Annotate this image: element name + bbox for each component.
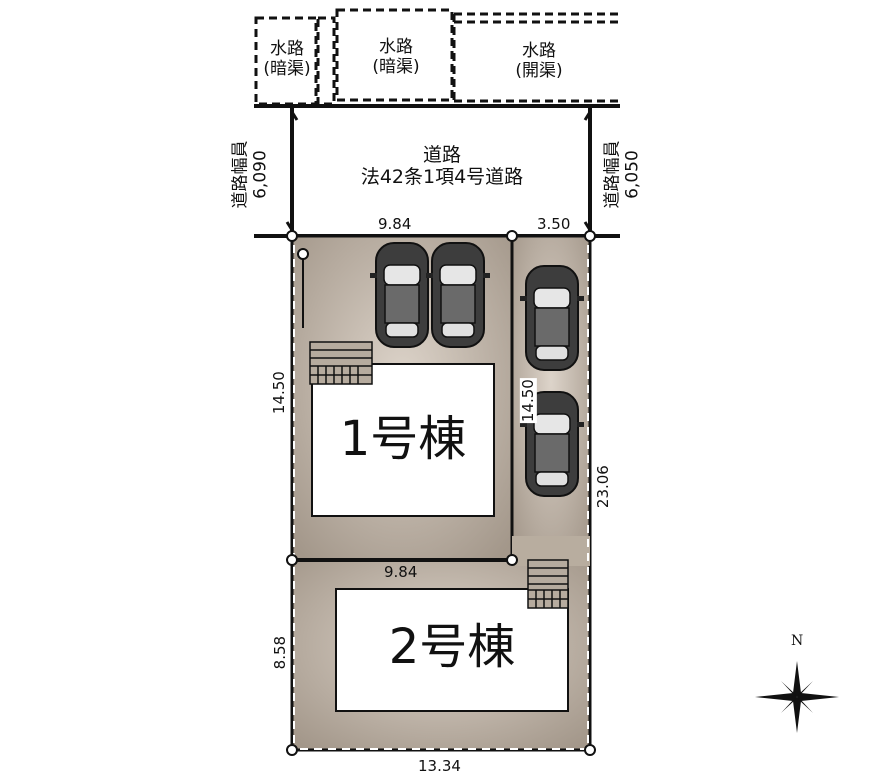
- dim-lot1-top: 9.84: [378, 215, 412, 233]
- road-name: 道路: [422, 144, 461, 166]
- road-label: 道路 法42条1項4号道路: [300, 144, 584, 189]
- dim-lot1-mid: 9.84: [384, 563, 418, 581]
- dim-right-total: 23.06: [593, 465, 612, 509]
- dim-lot1-left: 14.50: [269, 371, 288, 415]
- road-width-left-label: 道路幅員: [230, 140, 251, 209]
- parking-car-1: [369, 242, 435, 348]
- road-classification: 法42条1項4号道路: [360, 165, 524, 188]
- waterway-2-type: (暗渠): [372, 56, 420, 77]
- waterway-2-name: 水路: [379, 37, 413, 57]
- waterway-label-1: 水路 (暗渠): [258, 39, 316, 79]
- dim-bottom: 13.34: [418, 757, 461, 775]
- waterway-1-name: 水路: [270, 39, 304, 59]
- road-width-right-value: 6,050: [622, 150, 642, 199]
- compass-rose-icon: [755, 661, 839, 733]
- waterway-3-type: (開渠): [515, 60, 563, 81]
- waterway-1-type: (暗渠): [263, 58, 311, 79]
- road-width-left: 道路幅員 6,090: [230, 130, 270, 220]
- road-width-right-label: 道路幅員: [602, 140, 623, 209]
- road-width-left-value: 6,090: [250, 150, 270, 199]
- dim-driveway-top: 3.50: [537, 215, 571, 233]
- dim-lot2-left: 8.58: [271, 635, 290, 670]
- parking-car-3: [519, 265, 585, 371]
- waterway-label-3: 水路 (開渠): [458, 41, 620, 81]
- waterway-3-name: 水路: [522, 41, 556, 61]
- entrance-stairs-1: [309, 341, 373, 385]
- entrance-stairs-2: [527, 559, 569, 609]
- waterway-label-2: 水路 (暗渠): [340, 37, 452, 77]
- building-2-label: 2号棟: [388, 619, 516, 675]
- parking-car-2: [425, 242, 491, 348]
- dim-driveway-left: 14.50: [518, 378, 538, 424]
- compass-north-label: N: [791, 633, 804, 649]
- road-width-right: 道路幅員 6,050: [602, 130, 642, 220]
- building-1-label: 1号棟: [339, 411, 467, 467]
